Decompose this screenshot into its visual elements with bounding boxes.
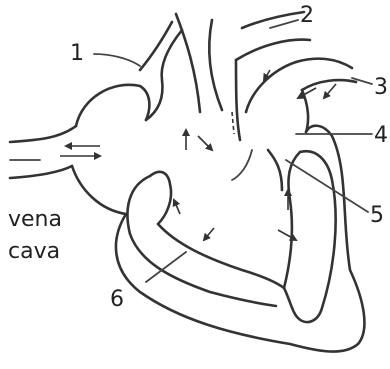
label-vena: vena [8, 207, 62, 232]
label-cava: cava [8, 239, 60, 264]
arrow-rv-up [174, 200, 180, 214]
label-1: 1 [70, 41, 84, 66]
ventricle-outer-wall [116, 126, 364, 352]
leader-1 [94, 54, 140, 66]
arrow-rv-down [204, 228, 214, 240]
leader-2 [270, 20, 298, 28]
arrow-diag-1 [198, 136, 212, 150]
label-4: 4 [374, 123, 388, 148]
arrow-dashed [232, 112, 234, 134]
label-3: 3 [374, 75, 388, 100]
arrow-pulm-2 [298, 88, 316, 98]
right-atrium [72, 85, 149, 214]
leader-6 [146, 252, 186, 282]
label-6: 6 [110, 287, 124, 312]
label-2: 2 [300, 3, 314, 28]
arrow-pulm-3 [324, 84, 336, 98]
ventricle-inner-walls [127, 150, 335, 322]
vena-cava-vessel [10, 126, 76, 178]
arrow-lv-right [278, 230, 296, 240]
left-atrium [246, 59, 356, 132]
label-5: 5 [370, 203, 384, 228]
great-vessels [140, 12, 310, 140]
